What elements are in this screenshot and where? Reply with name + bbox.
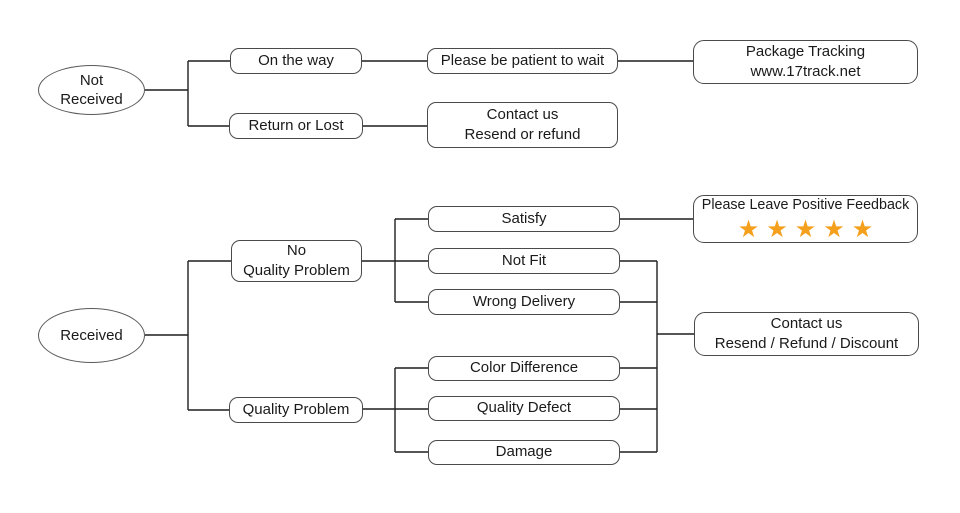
node-label: Color Difference: [469, 359, 579, 377]
node-positive-feedback: Please Leave Positive Feedback ★★★★★: [693, 195, 918, 243]
node-label: Not: [79, 71, 104, 89]
node-label: Satisfy: [501, 209, 547, 227]
node-label: Contact us: [486, 105, 559, 123]
node-not-fit: Not Fit: [428, 248, 620, 274]
node-label: Please be patient to wait: [440, 51, 605, 69]
node-label: Return or Lost: [248, 116, 344, 134]
node-contact-resend-refund: Contact us Resend or refund: [427, 102, 618, 148]
node-color-difference: Color Difference: [428, 356, 620, 381]
node-label: Quality Problem: [242, 400, 350, 418]
node-return-or-lost: Return or Lost: [229, 113, 363, 139]
node-label: Wrong Delivery: [472, 292, 576, 310]
node-on-the-way: On the way: [230, 48, 362, 74]
star-rating-icon: ★★★★★: [737, 214, 881, 243]
node-not-received: Not Received: [38, 65, 145, 115]
node-label: Damage: [495, 443, 553, 461]
node-label: No: [286, 241, 307, 259]
node-received: Received: [38, 308, 145, 363]
node-label: Received: [60, 91, 123, 108]
node-label: Contact us: [770, 314, 843, 332]
node-package-tracking: Package Tracking www.17track.net: [693, 40, 918, 84]
node-quality-problem: Quality Problem: [229, 397, 363, 423]
node-label: Resend or refund: [464, 126, 581, 143]
node-label: Quality Problem: [243, 262, 350, 279]
node-no-quality-problem: No Quality Problem: [231, 240, 362, 282]
node-label: Quality Defect: [476, 399, 572, 417]
node-satisfy: Satisfy: [428, 206, 620, 232]
node-label: Package Tracking: [745, 42, 866, 60]
node-contact-resend-refund-discount: Contact us Resend / Refund / Discount: [694, 312, 919, 356]
node-label: Please Leave Positive Feedback: [701, 197, 910, 214]
node-quality-defect: Quality Defect: [428, 396, 620, 421]
node-damage: Damage: [428, 440, 620, 465]
node-label: Resend / Refund / Discount: [714, 335, 899, 352]
node-wrong-delivery: Wrong Delivery: [428, 289, 620, 315]
node-label: On the way: [258, 51, 334, 69]
node-please-be-patient: Please be patient to wait: [427, 48, 618, 74]
node-label: Received: [60, 326, 123, 344]
node-label: Not Fit: [501, 251, 547, 269]
tracking-url: www.17track.net: [750, 63, 861, 80]
